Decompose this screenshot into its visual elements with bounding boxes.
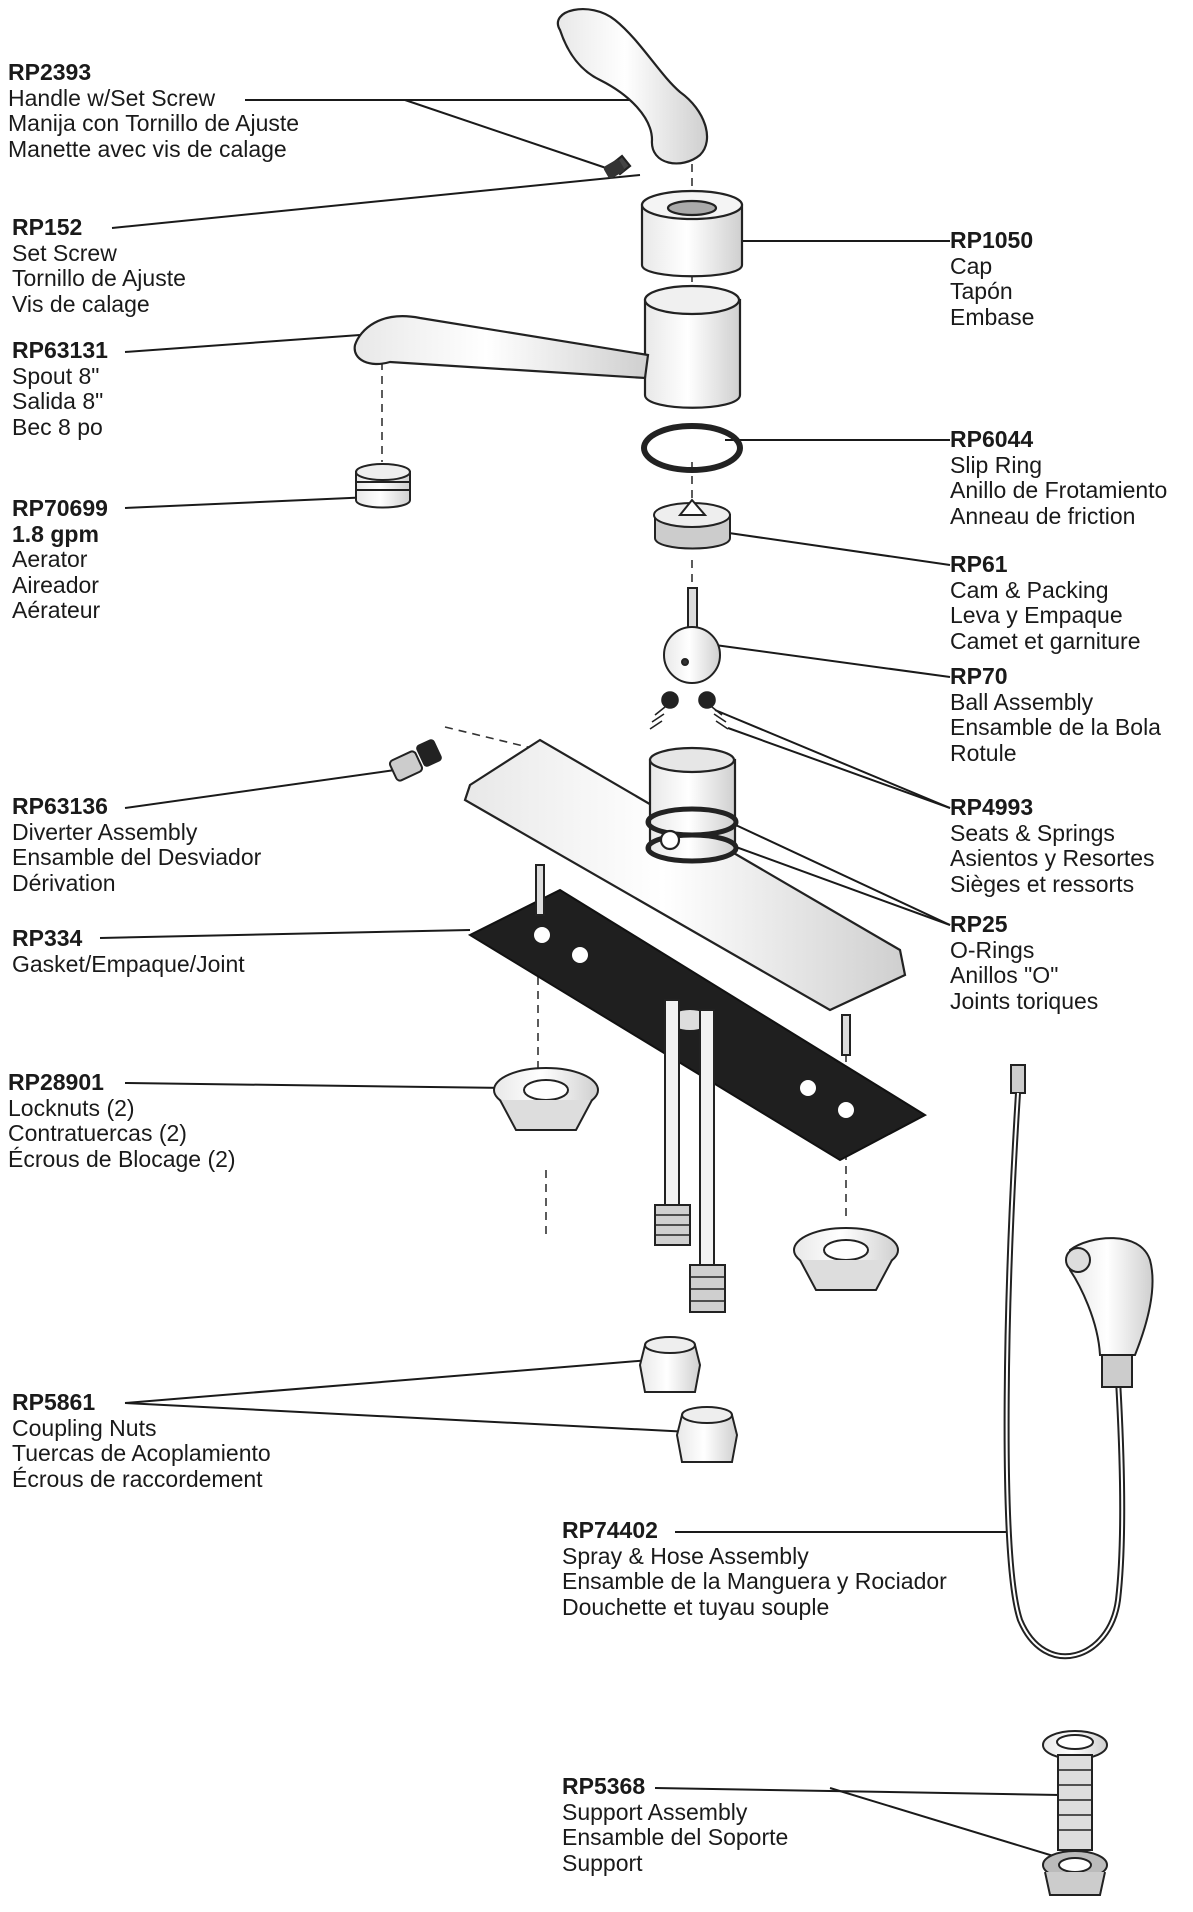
description-fr: Aérateur (12, 597, 101, 623)
description-es: Ensamble del Desviador (12, 844, 262, 870)
label-coupling-nuts: RP5861 Coupling Nuts Tuercas de Acoplami… (12, 1389, 271, 1492)
part-number: RP63136 (12, 793, 108, 819)
description-fr: Sièges et ressorts (950, 870, 1135, 897)
description-en: Slip Ring (950, 451, 1043, 478)
label-spray-hose: RP74402 Spray & Hose Assembly Ensamble d… (562, 1517, 947, 1620)
description-en: Gasket/Empaque/Joint (12, 950, 245, 977)
description-en: Spout 8" (12, 362, 100, 389)
description-es: Ensamble del Soporte (562, 1824, 789, 1850)
part-number: RP6044 (950, 426, 1034, 452)
set-screw-illustration (603, 159, 625, 179)
part-number: RP28901 (8, 1069, 104, 1095)
description-es: Manija con Tornillo de Ajuste (8, 110, 300, 136)
part-number: RP5368 (562, 1773, 646, 1799)
part-number: RP2393 (8, 59, 92, 85)
description-es: Asientos y Resortes (950, 845, 1155, 871)
description-fr: Vis de calage (12, 290, 150, 317)
description-en: Handle w/Set Screw (8, 84, 216, 111)
leader-lines (99, 99, 1061, 1859)
part-number: RP70699 (12, 495, 108, 521)
description-es: Tornillo de Ajuste (12, 265, 186, 291)
description-en: Set Screw (12, 239, 117, 266)
description-es: Contratuercas (2) (8, 1120, 187, 1146)
description-en: Support Assembly (562, 1798, 748, 1825)
part-number: RP5861 (12, 1389, 96, 1415)
slip-ring-illustration (641, 423, 743, 473)
part-number: RP152 (12, 214, 83, 240)
description-es: Tuercas de Acoplamiento (12, 1440, 271, 1466)
cam-packing-illustration (653, 498, 731, 550)
part-number: RP74402 (562, 1517, 658, 1543)
description-en: Aerator (12, 546, 88, 572)
description-fr: Rotule (950, 739, 1017, 766)
diverter-illustration (388, 739, 442, 782)
supply-tubes-illustration (535, 864, 851, 1313)
spout-illustration (353, 284, 742, 409)
description-fr: Support (562, 1849, 643, 1876)
locknuts-illustration (493, 1067, 899, 1291)
description-en: Seats & Springs (950, 819, 1115, 846)
part-number: RP334 (12, 925, 83, 951)
cap-illustration (640, 189, 744, 278)
description-en: Diverter Assembly (12, 818, 198, 845)
description-fr: Écrous de raccordement (12, 1465, 263, 1492)
aerator-illustration (355, 463, 411, 509)
description-es: Anillo de Frotamiento (950, 477, 1168, 503)
label-set-screw: RP152 Set Screw Tornillo de Ajuste Vis d… (12, 214, 186, 317)
part-number: RP1050 (950, 227, 1034, 253)
seats-springs-illustration (649, 691, 729, 730)
label-locknuts: RP28901 Locknuts (2) Contratuercas (2) É… (8, 1069, 236, 1172)
label-aerator: RP70699 1.8 gpm Aerator Aireador Aérateu… (12, 495, 108, 624)
label-support: RP5368 Support Assembly Ensamble del Sop… (562, 1773, 789, 1876)
part-number: RP25 (950, 911, 1008, 937)
description-fr: Douchette et tuyau souple (562, 1593, 830, 1620)
label-o-rings: RP25 O-Rings Anillos "O" Joints toriques (950, 911, 1099, 1014)
label-slip-ring: RP6044 Slip Ring Anillo de Frotamiento A… (950, 426, 1168, 529)
description-en: Spray & Hose Assembly (562, 1542, 809, 1569)
flow-rate: 1.8 gpm (12, 520, 99, 547)
description-fr: Dérivation (12, 869, 116, 896)
coupling-nuts-illustration (638, 1336, 739, 1463)
description-en: O-Rings (950, 936, 1035, 963)
support-illustration (1042, 1730, 1108, 1896)
description-en: Cam & Packing (950, 576, 1109, 603)
part-number: RP63131 (12, 337, 108, 363)
label-handle: RP2393 Handle w/Set Screw Manija con Tor… (8, 59, 300, 162)
description-en: Locknuts (2) (8, 1094, 135, 1121)
description-en: Coupling Nuts (12, 1414, 157, 1441)
description-es: Ensamble de la Bola (950, 714, 1161, 740)
part-number: RP70 (950, 663, 1008, 689)
handle-illustration (556, 8, 709, 176)
description-es: Tapón (950, 278, 1013, 304)
description-fr: Manette avec vis de calage (8, 135, 287, 162)
description-fr: Bec 8 po (12, 413, 103, 440)
label-spout: RP63131 Spout 8" Salida 8" Bec 8 po (12, 337, 108, 440)
label-ball-assembly: RP70 Ball Assembly Ensamble de la Bola R… (950, 663, 1161, 766)
description-es: Aireador (12, 571, 99, 598)
description-fr: Camet et garniture (950, 627, 1141, 654)
description-en: Cap (950, 252, 993, 279)
description-fr: Anneau de friction (950, 502, 1136, 529)
label-seats-springs: RP4993 Seats & Springs Asientos y Resort… (950, 794, 1155, 897)
label-gasket: RP334 Gasket/Empaque/Joint (12, 925, 245, 977)
label-diverter: RP63136 Diverter Assembly Ensamble del D… (12, 793, 262, 896)
description-fr: Écrous de Blocage (2) (8, 1145, 236, 1172)
label-cam-packing: RP61 Cam & Packing Leva y Empaque Camet … (950, 551, 1141, 654)
description-fr: Embase (950, 303, 1035, 330)
ball-assembly-illustration (663, 587, 721, 684)
spray-hose-illustration (1003, 1064, 1154, 1660)
description-en: Ball Assembly (950, 688, 1094, 715)
valve-body-illustration (463, 738, 907, 1012)
part-number: RP61 (950, 551, 1008, 577)
description-fr: Joints toriques (950, 987, 1099, 1014)
description-es: Leva y Empaque (950, 602, 1123, 628)
description-es: Anillos "O" (950, 962, 1059, 988)
label-cap: RP1050 Cap Tapón Embase (950, 227, 1035, 330)
description-es: Salida 8" (12, 388, 104, 414)
description-es: Ensamble de la Manguera y Rociador (562, 1568, 947, 1594)
part-number: RP4993 (950, 794, 1034, 820)
